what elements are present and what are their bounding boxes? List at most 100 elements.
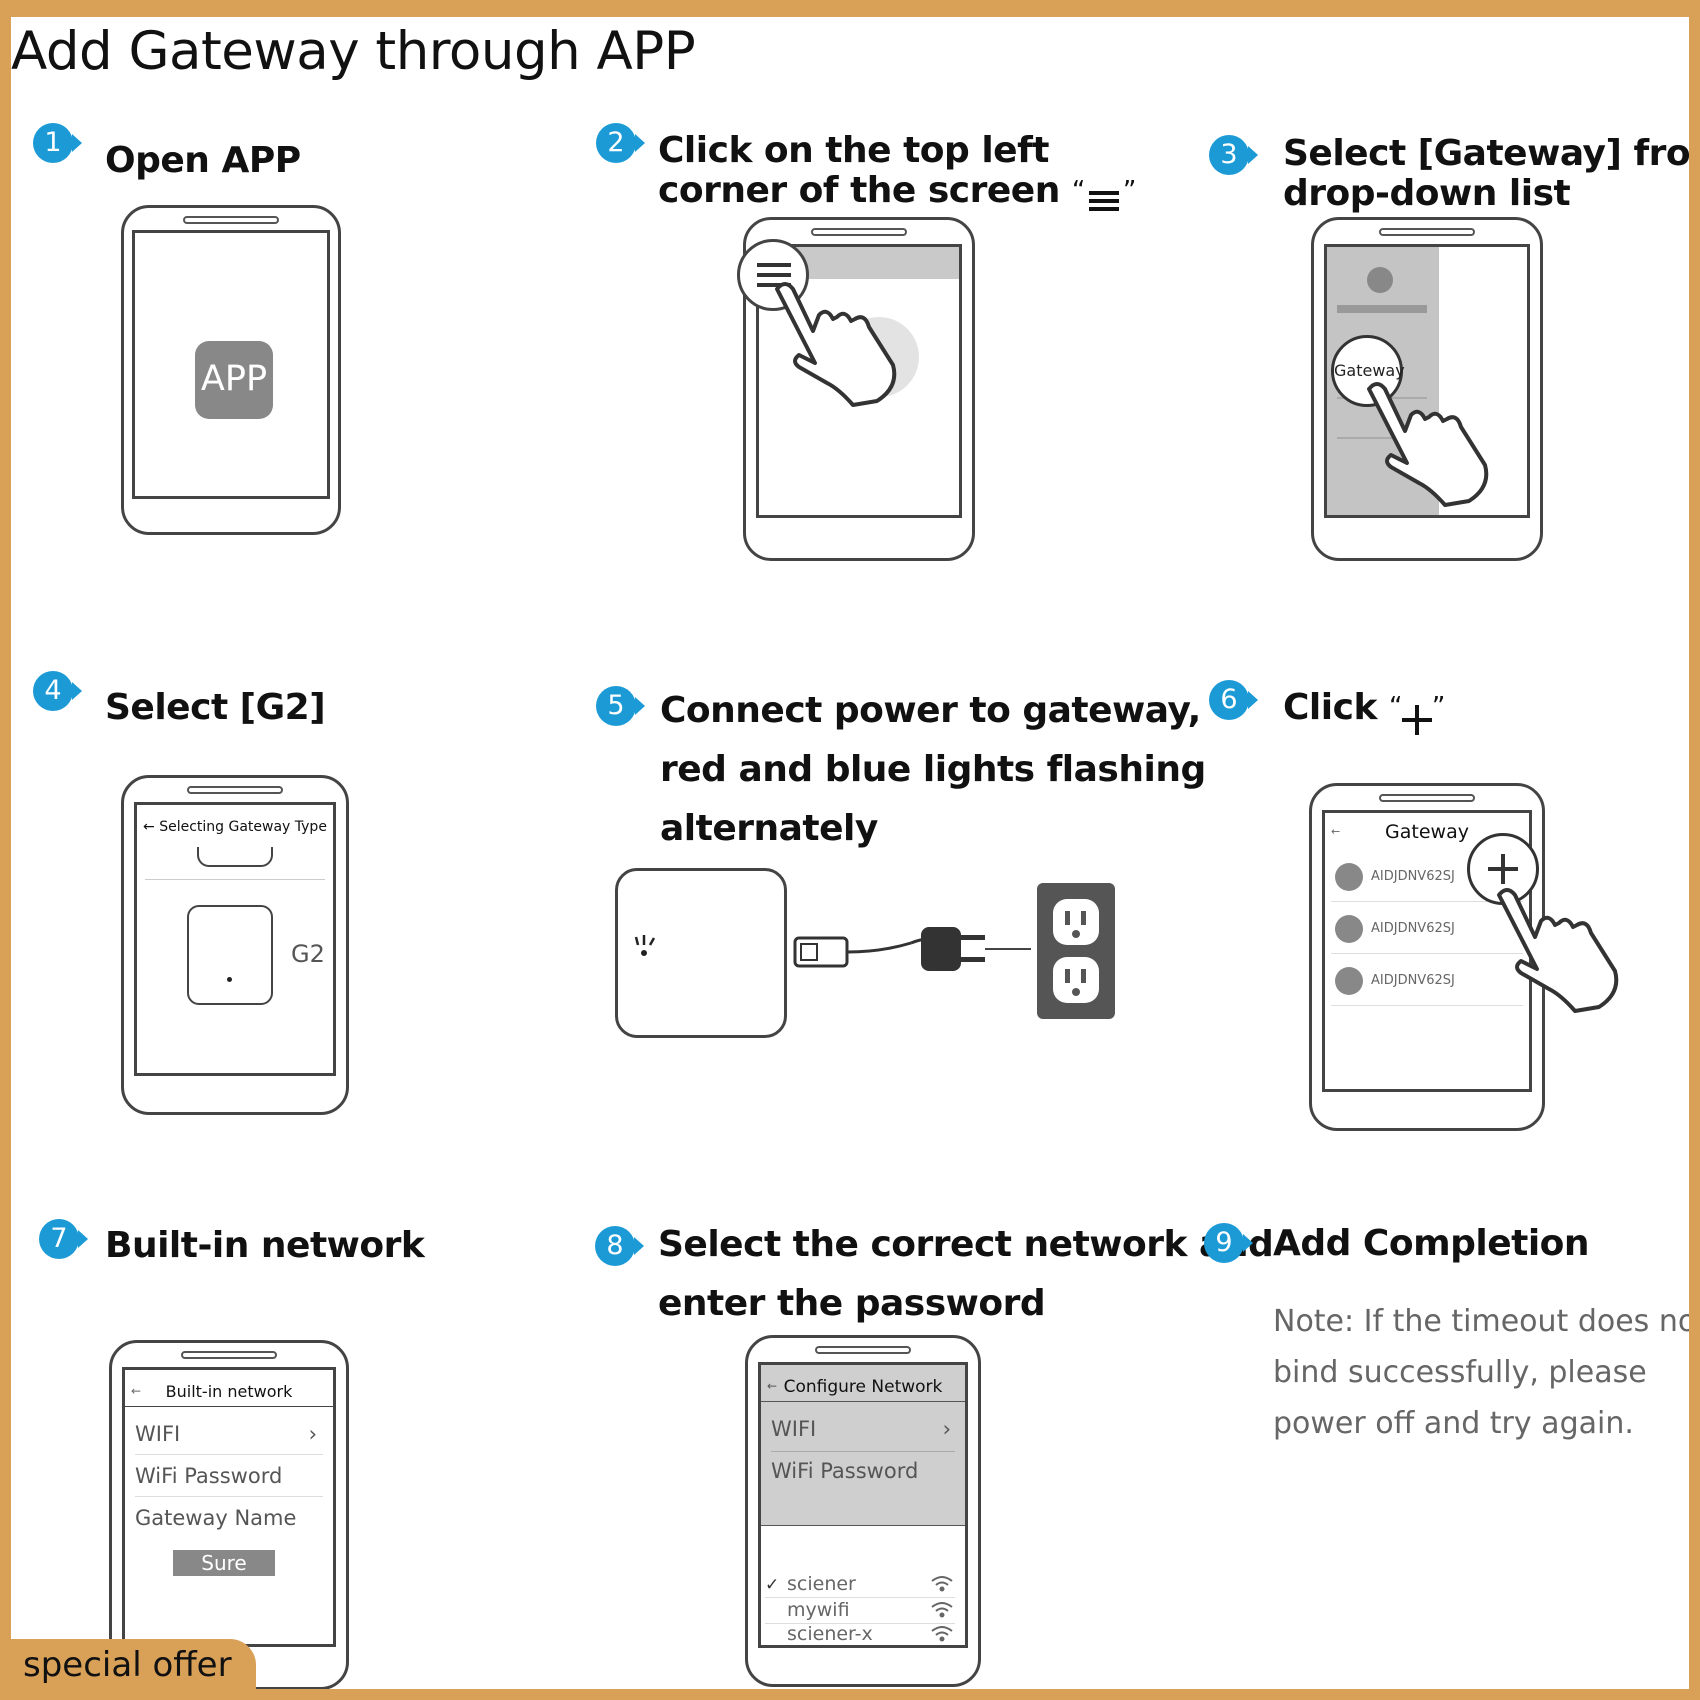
chevron-right-icon: › (942, 1417, 951, 1441)
app-icon[interactable]: APP (195, 341, 273, 419)
phone-speaker (1379, 228, 1475, 236)
menu-icon (1088, 181, 1119, 211)
device-row[interactable]: AIDJDNV62SJ (1331, 851, 1523, 902)
chevron-right-icon: › (308, 1422, 317, 1446)
user-icon (1367, 267, 1393, 293)
wifi-password-field[interactable]: WiFi Password (771, 1453, 955, 1493)
step-3-badge: 3 (1209, 135, 1258, 175)
screen-header: Built-in network (165, 1382, 293, 1401)
gateway-name-field[interactable]: Gateway Name (135, 1498, 323, 1538)
power-outlet-icon (1037, 883, 1115, 1019)
phone-step-4: ← Selecting Gateway Type G2 (121, 775, 349, 1115)
phone-speaker (1379, 794, 1475, 802)
gateway-menu-label: Gateway (1334, 361, 1405, 380)
checkmark-icon: ✓ (765, 1575, 780, 1595)
phone-speaker (183, 216, 279, 224)
step-7-title: Built-in network (105, 1225, 425, 1266)
gateway-menu-item[interactable]: Gateway (1331, 335, 1405, 407)
step-9-badge: 9 (1204, 1223, 1253, 1263)
step-6-title: Click “” (1283, 678, 1445, 737)
step-4-badge: 4 (33, 671, 82, 711)
phone-screen: ← Configure Network WIFI › WiFi Password… (758, 1362, 968, 1648)
step-8-badge: 8 (595, 1226, 644, 1266)
gateway-device-icon (615, 868, 787, 1038)
network-item[interactable]: mywifi (765, 1599, 955, 1624)
screen-header: ← Selecting Gateway Type (143, 819, 327, 835)
pointing-hand-icon (775, 282, 897, 407)
network-item[interactable]: sciener-x (765, 1623, 955, 1645)
device-name: AIDJDNV62SJ (1371, 921, 1455, 936)
plug-icon (921, 927, 961, 971)
phone-screen: ← Built-in network WIFI › WiFi Password … (122, 1367, 336, 1647)
network-name: sciener-x (787, 1623, 873, 1645)
menu-icon (757, 263, 791, 287)
network-item[interactable]: ✓ sciener (765, 1573, 955, 1598)
step-2-title: Click on the top left corner of the scre… (658, 130, 1136, 211)
step-8-title: Select the correct network and enter the… (658, 1224, 1274, 1324)
back-arrow-icon[interactable]: ← (767, 1379, 778, 1393)
gateway-device-icon (1335, 915, 1363, 943)
wifi-icon (931, 1626, 953, 1642)
step-6-badge: 6 (1209, 680, 1258, 720)
network-name: mywifi (787, 1599, 850, 1621)
network-name: sciener (787, 1573, 856, 1595)
device-label: G2 (291, 940, 325, 968)
wifi-password-field[interactable]: WiFi Password (135, 1456, 323, 1497)
gateway-device-icon (1335, 967, 1363, 995)
wifi-icon (931, 1576, 953, 1592)
phone-screen: APP (132, 230, 330, 499)
special-offer-tag: special offer (11, 1639, 256, 1689)
phone-step-7: ← Built-in network WIFI › WiFi Password … (109, 1340, 349, 1689)
phone-speaker (811, 228, 907, 236)
device-row[interactable]: AIDJDNV62SJ (1331, 903, 1523, 954)
phone-speaker (815, 1346, 911, 1354)
pointing-hand-icon (1367, 382, 1489, 507)
app-icon-label: APP (200, 359, 268, 399)
gateway-device-icon (1335, 863, 1363, 891)
form-overlay (761, 1365, 965, 1525)
plus-icon (1401, 694, 1432, 735)
step-9-title: Add Completion (1273, 1223, 1590, 1264)
divider (145, 879, 325, 880)
plus-icon (1488, 854, 1518, 884)
wifi-password-label: WiFi Password (771, 1459, 919, 1483)
phone-screen: ← Selecting Gateway Type G2 (134, 802, 336, 1076)
gateway-device-icon[interactable] (187, 905, 273, 1005)
phone-step-1: APP (121, 205, 341, 535)
wifi-field[interactable]: WIFI › (135, 1414, 323, 1455)
gateway-name-label: Gateway Name (135, 1506, 297, 1530)
step-1-badge: 1 (33, 123, 82, 163)
wifi-field[interactable]: WIFI › (771, 1411, 955, 1452)
drawer-line (1337, 305, 1427, 313)
device-name: AIDJDNV62SJ (1371, 869, 1455, 884)
divider (125, 1406, 333, 1407)
drawer-divider (1337, 437, 1427, 439)
step-2-badge: 2 (596, 123, 645, 163)
wifi-icon (931, 1602, 953, 1618)
page-title: Add Gateway through APP (11, 21, 696, 82)
step-1-title: Open APP (105, 140, 301, 181)
step-7-badge: 7 (39, 1219, 88, 1259)
wifi-password-label: WiFi Password (135, 1464, 283, 1488)
back-arrow-icon[interactable]: ← (131, 1384, 142, 1398)
divider (761, 1401, 965, 1402)
step-5-badge: 5 (596, 686, 645, 726)
special-offer-label: special offer (23, 1645, 232, 1685)
phone-step-8: ← Configure Network WIFI › WiFi Password… (745, 1335, 981, 1687)
sure-button[interactable]: Sure (173, 1550, 275, 1576)
step-4-title: Select [G2] (105, 687, 326, 728)
screen-header: Gateway (1385, 821, 1469, 843)
timeout-note: Note: If the timeout does not bind succe… (1273, 1304, 1700, 1441)
step-3-title: Select [Gateway] from the drop-down list (1283, 133, 1691, 214)
step-5-title: Connect power to gateway, red and blue l… (660, 690, 1206, 849)
back-arrow-icon[interactable]: ← (143, 819, 160, 835)
gateway-device-icon (197, 847, 273, 867)
device-name: AIDJDNV62SJ (1371, 973, 1455, 988)
pointing-hand-icon (1497, 888, 1619, 1013)
wifi-field-label: WIFI (771, 1417, 817, 1441)
phone-speaker (187, 786, 283, 794)
screen-header: Configure Network (783, 1377, 943, 1397)
device-row[interactable]: AIDJDNV62SJ (1331, 955, 1523, 1006)
back-arrow-icon[interactable]: ← (1331, 825, 1341, 838)
